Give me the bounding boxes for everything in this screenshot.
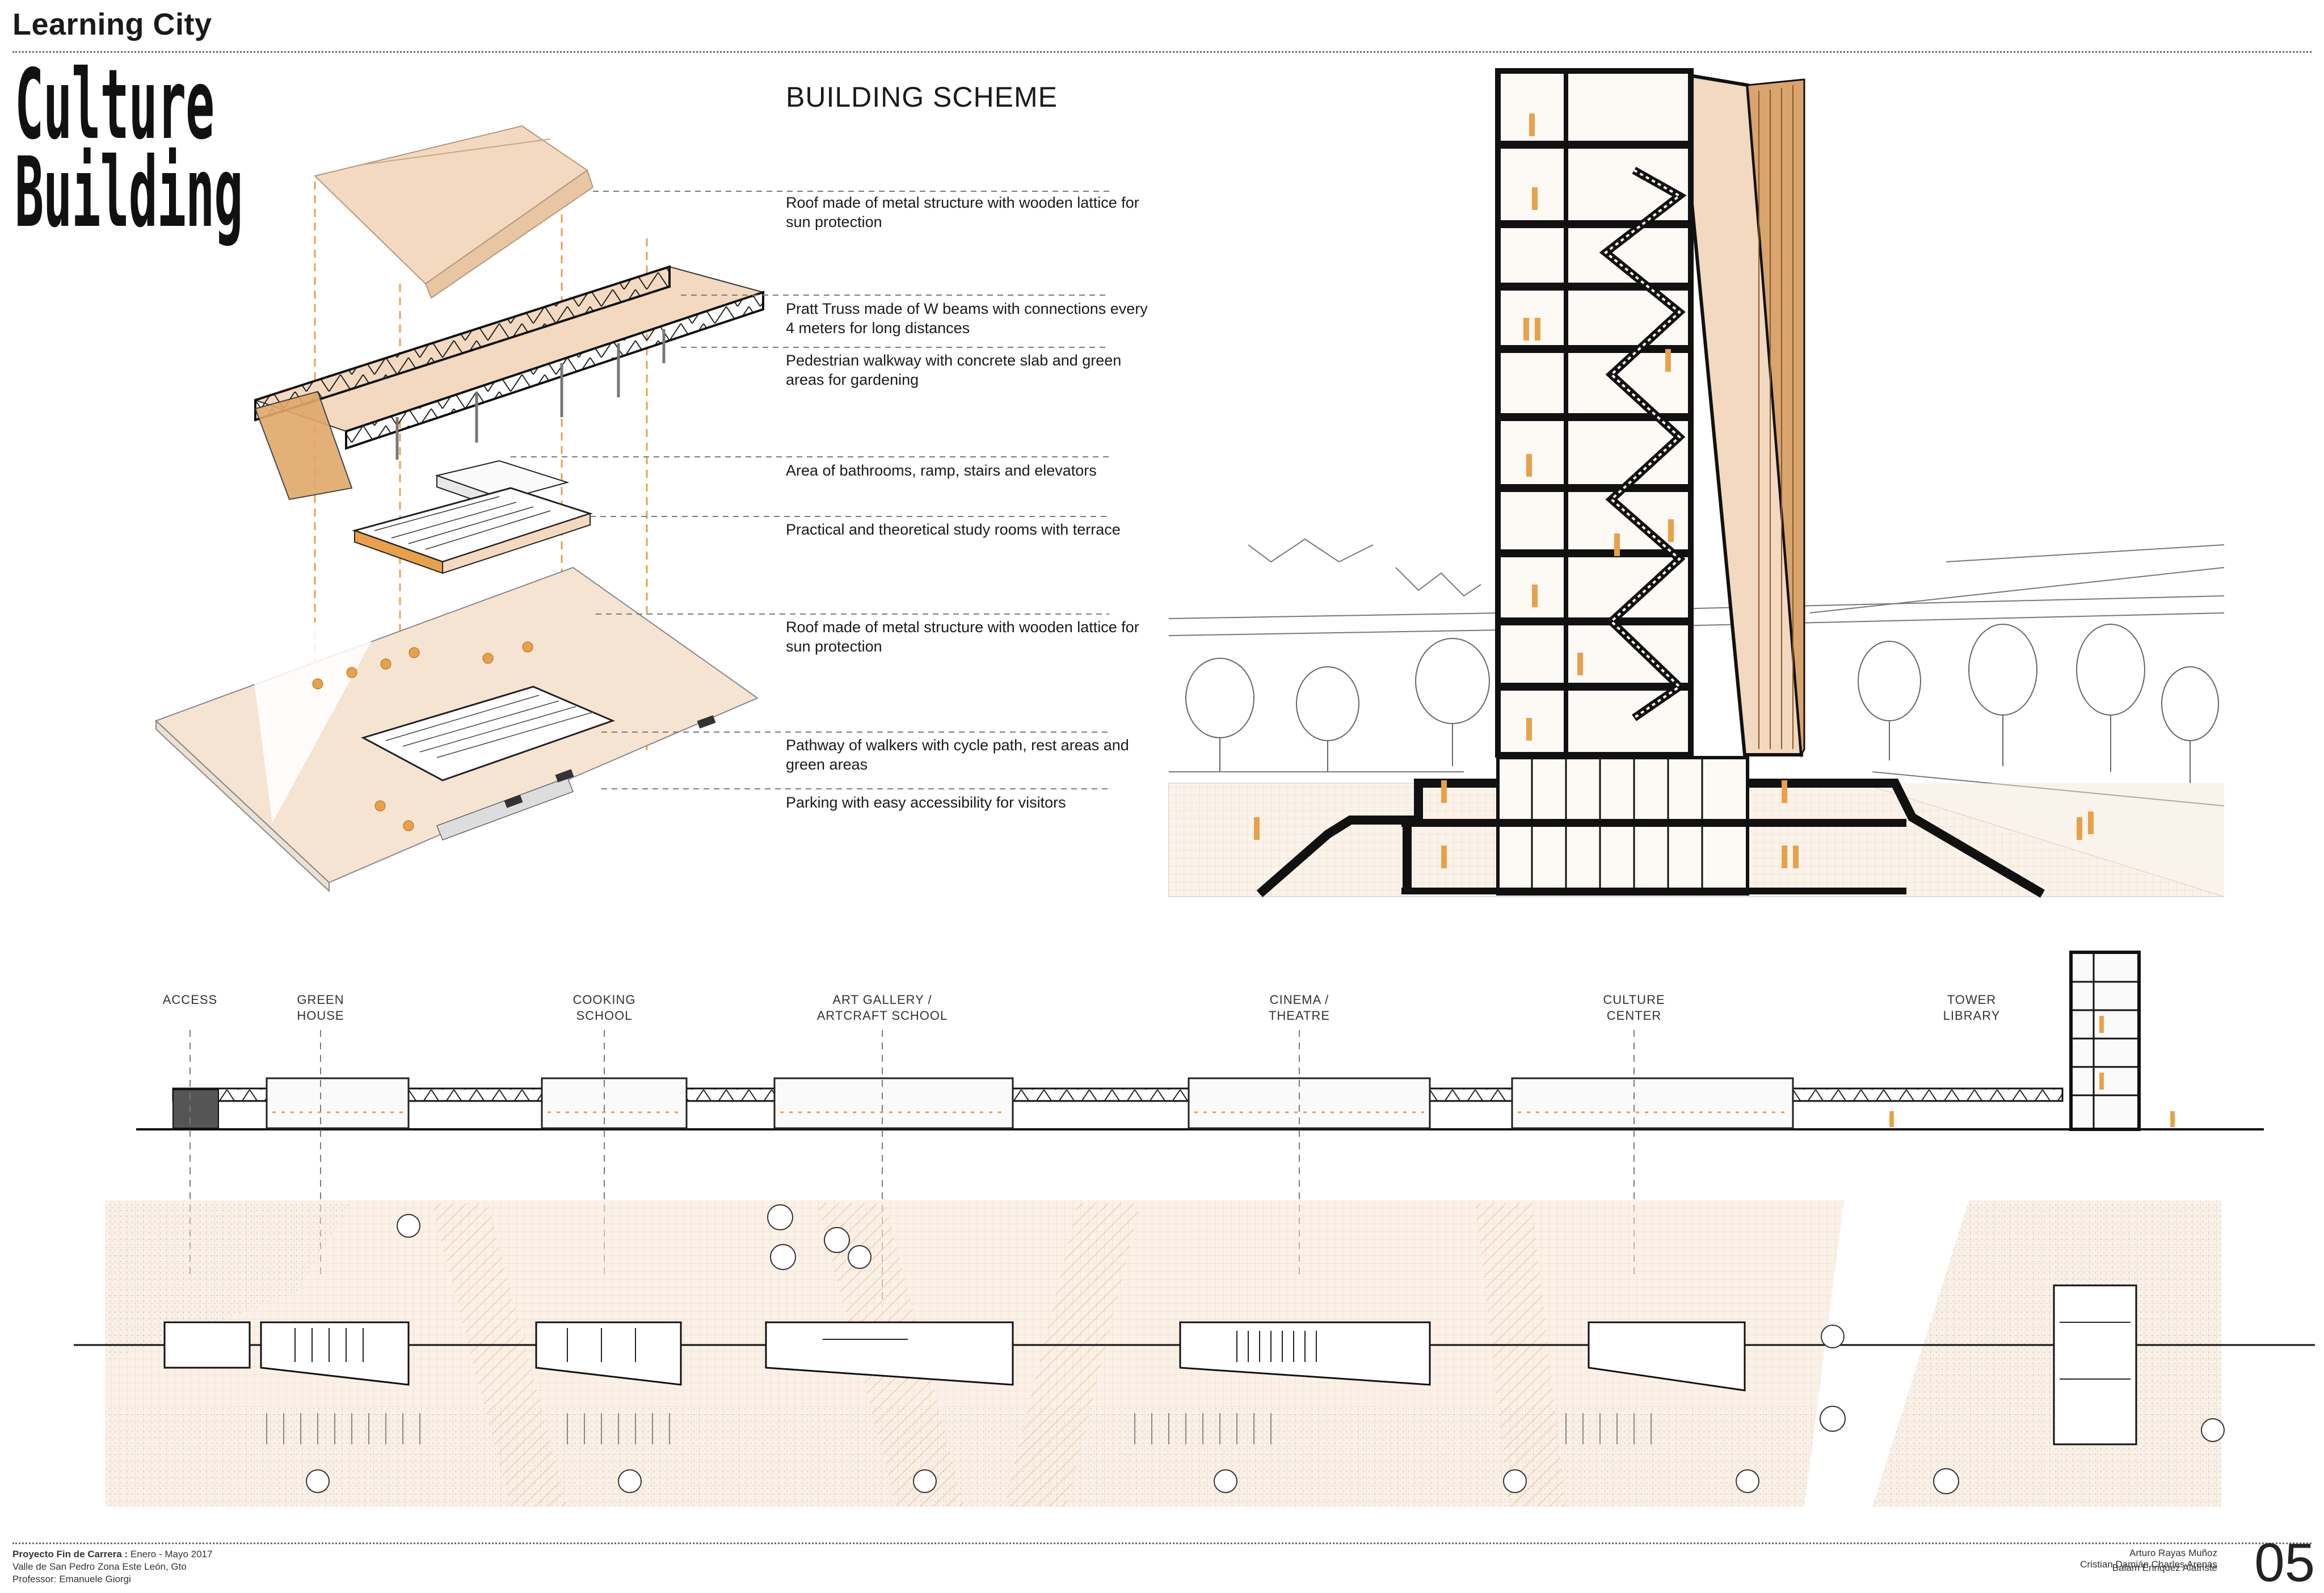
footer-location: Valle de San Pedro Zona Este León, Gto <box>12 1561 187 1572</box>
footer-author-2: Cristian Damián Charles Arenas <box>2080 1559 2217 1570</box>
zone-label-line: LIBRARY <box>1943 1008 2001 1023</box>
title-culture: Culture <box>15 49 214 161</box>
tower-people <box>1523 114 1674 741</box>
zone-label-tower-library: TOWER LIBRARY <box>1921 992 2023 1024</box>
zone-label-line: CINEMA / <box>1269 993 1329 1007</box>
zone-label-line: CENTER <box>1606 1008 1662 1023</box>
footer-project: Proyecto Fin de Carrera : Enero - Mayo 2… <box>12 1548 212 1561</box>
zone-label-green-house: GREEN HOUSE <box>281 992 360 1024</box>
page-number: 05 <box>2254 1532 2315 1593</box>
tower-section-perspective <box>1168 68 2225 898</box>
footer-author-1: Arturo Rayas Muñoz <box>2129 1548 2217 1558</box>
zone-label-art-gallery: ART GALLERY / ARTCRAFT SCHOOL <box>803 992 962 1024</box>
footer-project-label: Proyecto Fin de Carrera : <box>12 1549 128 1560</box>
zone-label-culture-center: CULTURE CENTER <box>1583 992 1685 1024</box>
axon-site-ground <box>155 566 759 893</box>
longitudinal-elevation <box>136 951 2264 1131</box>
elevation-buildings <box>266 1077 1794 1129</box>
zone-label-cinema-theatre: CINEMA / THEATRE <box>1248 992 1350 1024</box>
annotation-leaders <box>511 191 1109 789</box>
zone-label-line: ACCESS <box>162 993 218 1007</box>
footer-author-3: Balam Enriquez Alatriste <box>2112 1562 2217 1573</box>
annotation-pedestrian-walkway: Pedestrian walkway with concrete slab an… <box>786 352 1122 388</box>
footer-divider <box>12 1542 2312 1544</box>
annotation-pathway: Pathway of walkers with cycle path, rest… <box>786 737 1129 773</box>
zone-label-line: COOKING <box>572 993 636 1007</box>
exploded-axonometric <box>155 125 765 893</box>
zone-label-cooking-school: COOKING SCHOOL <box>559 992 650 1024</box>
header-title: Learning City <box>12 7 212 41</box>
zone-label-line: ART GALLERY / <box>832 993 932 1007</box>
library-tower <box>1495 68 1805 758</box>
top-divider <box>12 51 2312 53</box>
sketch-trees <box>1185 624 2219 783</box>
plan-interior-lines <box>294 1322 2131 1380</box>
tower-podium <box>1254 756 2094 898</box>
building-scheme-heading: BUILDING SCHEME <box>786 81 1058 113</box>
title-building: Building <box>15 137 243 249</box>
annotation-study-rooms: Practical and theoretical study rooms wi… <box>786 521 1121 538</box>
axon-study-rooms <box>351 487 593 574</box>
annotation-roof-top: Roof made of metal structure with wooden… <box>786 194 1139 230</box>
plan-buildings <box>163 1284 2137 1445</box>
footer-professor: Professor: Emanuele Giorgi <box>12 1574 131 1584</box>
plan-trees <box>306 1204 2225 1494</box>
axon-roof <box>314 125 594 299</box>
annotation-roof-lower: Roof made of metal structure with wooden… <box>786 619 1139 655</box>
zone-label-line: CULTURE <box>1603 993 1665 1007</box>
zone-label-line: TOWER <box>1947 993 1997 1007</box>
zone-label-line: SCHOOL <box>576 1008 633 1023</box>
annotation-parking: Parking with easy accessibility for visi… <box>786 794 1066 811</box>
zone-label-access: ACCESS <box>150 992 230 1008</box>
parking-stalls <box>266 1413 1652 1444</box>
footer-project-dates: Enero - Mayo 2017 <box>130 1549 213 1560</box>
zone-label-line: GREEN <box>297 993 344 1007</box>
zone-label-line: HOUSE <box>297 1008 344 1023</box>
axon-truss-walkway <box>253 265 765 501</box>
zone-label-line: THEATRE <box>1268 1008 1331 1023</box>
site-plan <box>74 1200 2315 1507</box>
annotation-bathrooms-area: Area of bathrooms, ramp, stairs and elev… <box>786 462 1097 479</box>
annotation-pratt-truss: Pratt Truss made of W beams with connect… <box>786 300 1148 337</box>
zone-label-line: ARTCRAFT SCHOOL <box>816 1008 948 1023</box>
